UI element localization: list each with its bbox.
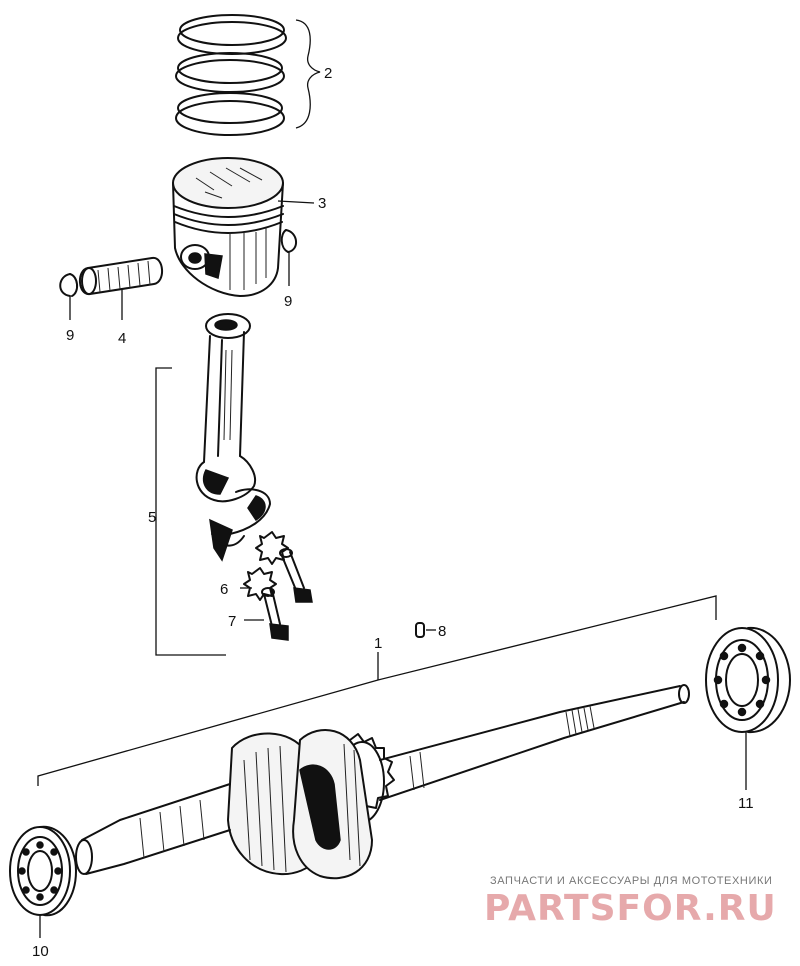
bearing-right bbox=[705, 626, 791, 790]
circlip-left bbox=[59, 273, 78, 320]
label-1: 1 bbox=[374, 635, 382, 652]
watermark-logo: PARTSFOR.RU bbox=[484, 888, 777, 929]
label-8: 8 bbox=[438, 623, 446, 640]
callout-labels: 1 2 3 4 5 6 7 8 9 9 10 11 bbox=[32, 65, 754, 960]
rod-bolts bbox=[244, 548, 313, 641]
connecting-rod bbox=[155, 313, 271, 656]
watermark-tagline: ЗАПЧАСТИ И АКСЕССУАРЫ ДЛЯ МОТОТЕХНИКИ bbox=[490, 875, 772, 887]
crankshaft bbox=[37, 595, 717, 880]
label-6: 6 bbox=[220, 581, 228, 598]
label-7: 7 bbox=[228, 613, 236, 630]
label-11: 11 bbox=[738, 795, 754, 812]
label-10: 10 bbox=[32, 943, 49, 960]
bearing-left bbox=[9, 825, 77, 938]
label-2: 2 bbox=[324, 65, 332, 82]
label-9-left: 9 bbox=[66, 327, 74, 344]
label-5: 5 bbox=[148, 509, 156, 526]
label-4: 4 bbox=[118, 330, 126, 347]
piston bbox=[172, 157, 315, 297]
label-9-right: 9 bbox=[284, 293, 292, 310]
watermark: ЗАПЧАСТИ И АКСЕССУАРЫ ДЛЯ МОТОТЕХНИКИ PA… bbox=[484, 875, 777, 929]
circlip-right bbox=[280, 229, 297, 286]
woodruff-key bbox=[415, 622, 436, 638]
piston-pin bbox=[79, 257, 163, 320]
label-3: 3 bbox=[318, 195, 326, 212]
piston-rings bbox=[175, 14, 321, 136]
